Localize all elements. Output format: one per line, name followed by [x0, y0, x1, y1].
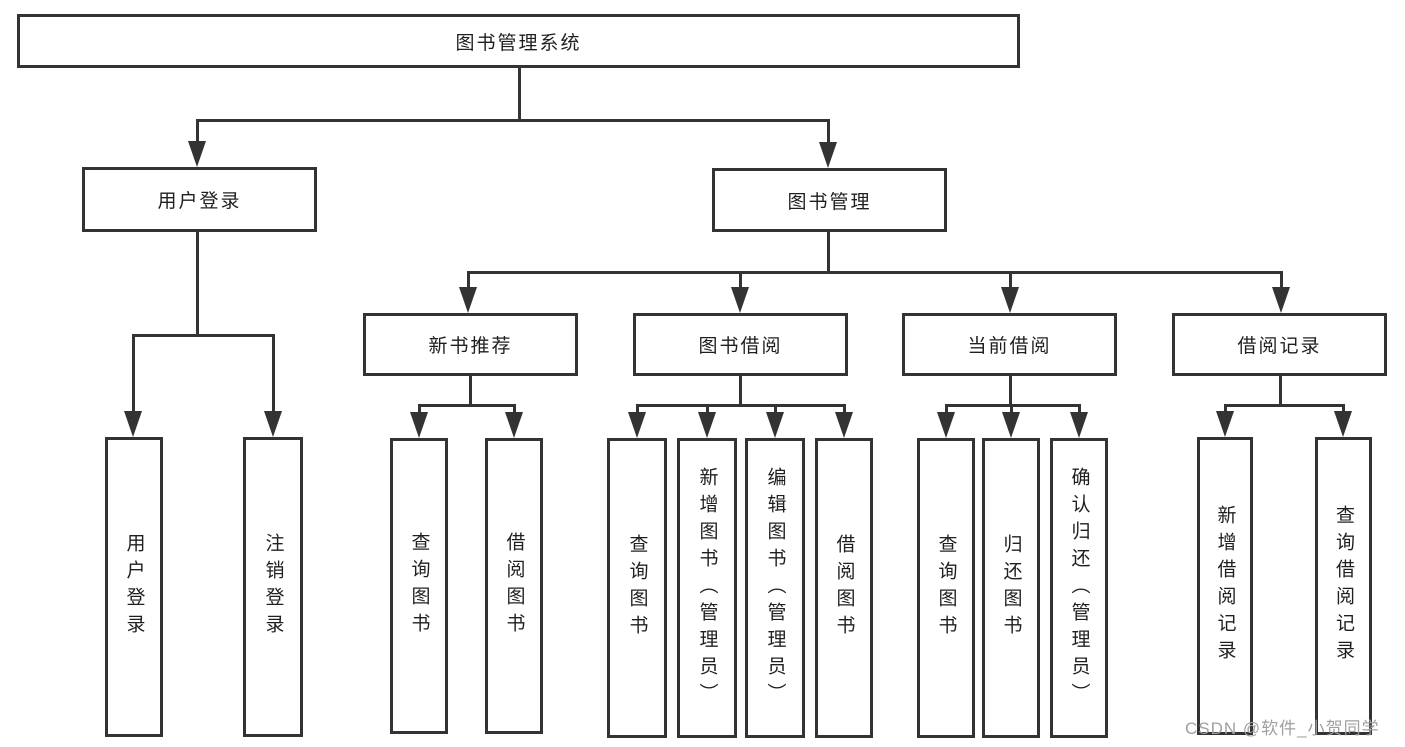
connector-line: [945, 404, 1081, 407]
node-label: 图书借阅: [698, 336, 783, 357]
node-label: 借阅图书: [503, 532, 525, 640]
connector-line: [739, 271, 742, 292]
connector-line: [467, 271, 470, 292]
connector-line: [1224, 404, 1227, 416]
arrow-down-icon: [628, 412, 646, 438]
connector-line: [513, 404, 516, 416]
arrow-down-icon: [505, 412, 523, 438]
arrow-down-icon: [1216, 411, 1234, 437]
connector-line: [272, 334, 275, 416]
connector-line: [774, 404, 777, 416]
connector-line: [636, 404, 846, 407]
node-label: 当前借阅: [967, 336, 1052, 357]
connector-line: [1280, 271, 1283, 292]
node-label: 归还图书: [1000, 534, 1022, 642]
node-label: 查询图书: [935, 534, 957, 642]
node-label: 新增借阅记录: [1214, 505, 1236, 667]
leaf-confirm-return-admin: 确认归还（管理员）: [1050, 438, 1108, 738]
connector-line: [196, 119, 830, 122]
node-label: 查询借阅记录: [1333, 505, 1354, 667]
leaf-return-books: 归还图书: [982, 438, 1040, 738]
node-label: 图书管理系统: [455, 32, 582, 54]
leaf-logout: 注销登录: [243, 437, 303, 737]
connector-line: [1078, 404, 1081, 416]
connector-line: [1279, 374, 1282, 407]
leaf-query-borrow-record: 查询借阅记录: [1315, 437, 1372, 735]
node-user-login-branch: 用户登录: [82, 167, 317, 232]
node-new-book-recommend: 新书推荐: [363, 313, 578, 376]
connector-line: [1009, 271, 1012, 292]
connector-line: [132, 334, 275, 337]
leaf-query-books-recommend: 查询图书: [390, 438, 448, 734]
arrow-down-icon: [835, 412, 853, 438]
node-label: 借阅记录: [1237, 336, 1322, 357]
arrow-down-icon: [1334, 411, 1352, 437]
connector-line: [132, 334, 135, 416]
arrow-down-icon: [459, 287, 477, 313]
leaf-query-books-current: 查询图书: [917, 438, 975, 738]
node-label: 图书管理: [787, 191, 872, 213]
connector-line: [739, 374, 742, 407]
connector-line: [196, 119, 199, 149]
node-book-system-root: 图书管理系统: [17, 14, 1020, 68]
node-label: 新书推荐: [428, 336, 513, 357]
arrow-down-icon: [1272, 287, 1290, 313]
arrow-down-icon: [731, 287, 749, 313]
connector-line: [1009, 374, 1012, 407]
leaf-borrow-books-recommend: 借阅图书: [485, 438, 543, 734]
node-label: 用户登录: [157, 191, 242, 212]
arrow-down-icon: [410, 412, 428, 438]
leaf-borrow-books: 借阅图书: [815, 438, 873, 738]
node-book-management: 图书管理: [712, 168, 947, 232]
arrow-down-icon: [188, 141, 206, 167]
connector-line: [945, 404, 948, 416]
arrow-down-icon: [1001, 287, 1019, 313]
connector-line: [706, 404, 709, 416]
connector-line: [418, 404, 421, 416]
arrow-down-icon: [937, 412, 955, 438]
node-book-borrowing: 图书借阅: [633, 313, 848, 376]
connector-line: [827, 119, 830, 149]
connector-line: [418, 404, 516, 407]
connector-line: [467, 271, 1283, 274]
leaf-add-book-admin: 新增图书（管理员）: [677, 438, 737, 738]
connector-line: [469, 374, 472, 407]
leaf-add-borrow-record: 新增借阅记录: [1197, 437, 1253, 735]
connector-line: [518, 66, 521, 120]
leaf-query-books-borrowing: 查询图书: [607, 438, 667, 738]
arrow-down-icon: [698, 412, 716, 438]
connector-line: [1010, 404, 1013, 416]
leaf-edit-book-admin: 编辑图书（管理员）: [745, 438, 805, 738]
node-label: 新增图书（管理员）: [696, 466, 718, 710]
node-label: 查询图书: [408, 532, 430, 640]
connector-line: [1224, 404, 1345, 407]
connector-line: [843, 404, 846, 416]
connector-line: [196, 230, 199, 336]
node-label: 借阅图书: [833, 534, 855, 642]
connector-line: [636, 404, 639, 416]
arrow-down-icon: [819, 142, 837, 168]
arrow-down-icon: [124, 411, 142, 437]
node-current-borrowing: 当前借阅: [902, 313, 1117, 376]
node-label: 编辑图书（管理员）: [764, 466, 786, 710]
csdn-watermark: CSDN @软件_小贺同学: [1185, 719, 1380, 738]
node-label: 查询图书: [626, 534, 648, 642]
node-label: 注销登录: [262, 533, 284, 641]
arrow-down-icon: [264, 411, 282, 437]
leaf-user-login: 用户登录: [105, 437, 163, 737]
node-label: 用户登录: [123, 533, 145, 641]
arrow-down-icon: [1070, 412, 1088, 438]
node-label: 确认归还（管理员）: [1068, 466, 1090, 710]
arrow-down-icon: [766, 412, 784, 438]
node-borrowing-records: 借阅记录: [1172, 313, 1387, 376]
arrow-down-icon: [1002, 412, 1020, 438]
connector-line: [827, 230, 830, 274]
connector-line: [1342, 404, 1345, 416]
